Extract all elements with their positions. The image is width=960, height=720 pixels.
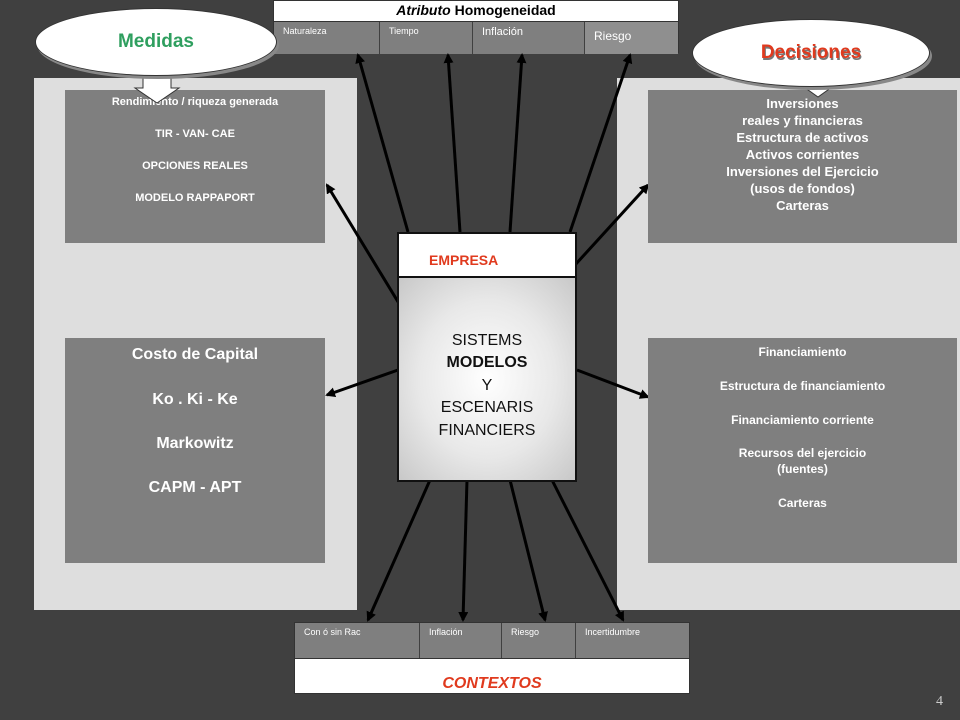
arrow-to-racionamiento [366,479,432,622]
company-line: SISTEMS [451,332,523,349]
page-number: 4 [936,694,943,709]
decisions-line: Estructura de activos [736,130,869,145]
arrow-to-tiempo [443,53,462,233]
decisions-box: Inversiones reales y financieras Estruct… [648,90,957,243]
company-line: FINANCIERS [438,421,536,439]
capital-cost-line: Markowitz [156,435,234,452]
capital-cost-line: CAPM - APT [148,479,242,496]
arrow-to-inflacion-b [458,479,469,622]
context-cell: Inflación [420,623,502,658]
context-cell: Con ó sin Rac [295,623,420,658]
arrow-to-left-top [325,183,405,311]
attribute-cell: Tiempo [380,22,473,54]
company-body: SISTEMS MODELOS Y ESCENARIS FINANCIERS [399,278,575,480]
decisions-line: Inversiones [766,96,839,111]
measures-box: Rendimiento / riqueza generada TIR - VAN… [65,90,325,243]
context-table: Con ó sin Rac Inflación Riesgo Incertidu… [294,622,690,694]
company-line: MODELOS [446,354,528,372]
financing-line: Financiamiento corriente [731,413,874,427]
company-line: Y [481,376,493,394]
context-cell: Riesgo [502,623,576,658]
company-line: ESCENARIS [440,399,534,417]
arrow-to-riesgo [568,53,633,233]
decisions-line: Activos corrientes [745,147,860,162]
attribute-cell: Inflación [473,22,585,54]
arrow-to-right-bottom [576,368,650,399]
arrow-to-riesgo-b [508,479,548,622]
medidas-down-arrow [133,71,181,104]
arrow-to-naturaleza [355,53,410,233]
context-cell: Incertidumbre [585,627,641,637]
measures-line: TIR - VAN- CAE [155,128,235,140]
measures-line: MODELO RAPPAPORT [135,192,255,204]
capital-cost-title: Costo de Capital [131,346,259,363]
financing-line: Recursos del ejercicio [738,446,867,460]
financing-line: Carteras [778,496,827,510]
company-header: EMPRESA [399,234,575,278]
financing-line: (fuentes) [777,462,828,476]
decisiones-oval: Decisiones [692,19,930,87]
arrow-to-right-top [573,183,650,267]
medidas-label: Medidas [117,31,195,52]
attribute-cell: Naturaleza [274,22,380,54]
decisions-line: (usos de fondos) [750,181,855,196]
decisions-line: reales y financieras [742,113,863,128]
company-box: EMPRESA SISTEMS MODELOS Y ESCENARIS FINA… [397,232,577,482]
decisions-line: Carteras [776,198,829,213]
arrow-to-incertidumbre [550,479,625,622]
medidas-oval: Medidas [35,8,277,76]
measures-line: Rendimiento / riqueza generada [111,96,279,108]
arrow-to-left-bottom [325,368,399,398]
attribute-title: Atributo Homogeneidad [274,1,678,22]
attribute-table: Atributo Homogeneidad Naturaleza Tiempo … [273,0,679,54]
financing-box: Financiamiento Estructura de financiamie… [648,338,957,563]
decisiones-label: Decisiones [760,42,862,63]
context-footer: CONTEXTOS [442,675,542,692]
financing-line: Financiamiento [758,345,847,359]
attribute-cell: Riesgo [585,22,678,54]
capital-cost-line: Ko . Ki - Ke [152,391,238,408]
financing-line: Estructura de financiamiento [719,379,886,393]
capital-cost-box: Costo de Capital Ko . Ki - Ke Markowitz … [65,338,325,563]
arrow-to-inflacion [508,53,527,233]
decisions-line: Inversiones del Ejercicio [726,164,879,179]
measures-line: OPCIONES REALES [142,160,248,172]
